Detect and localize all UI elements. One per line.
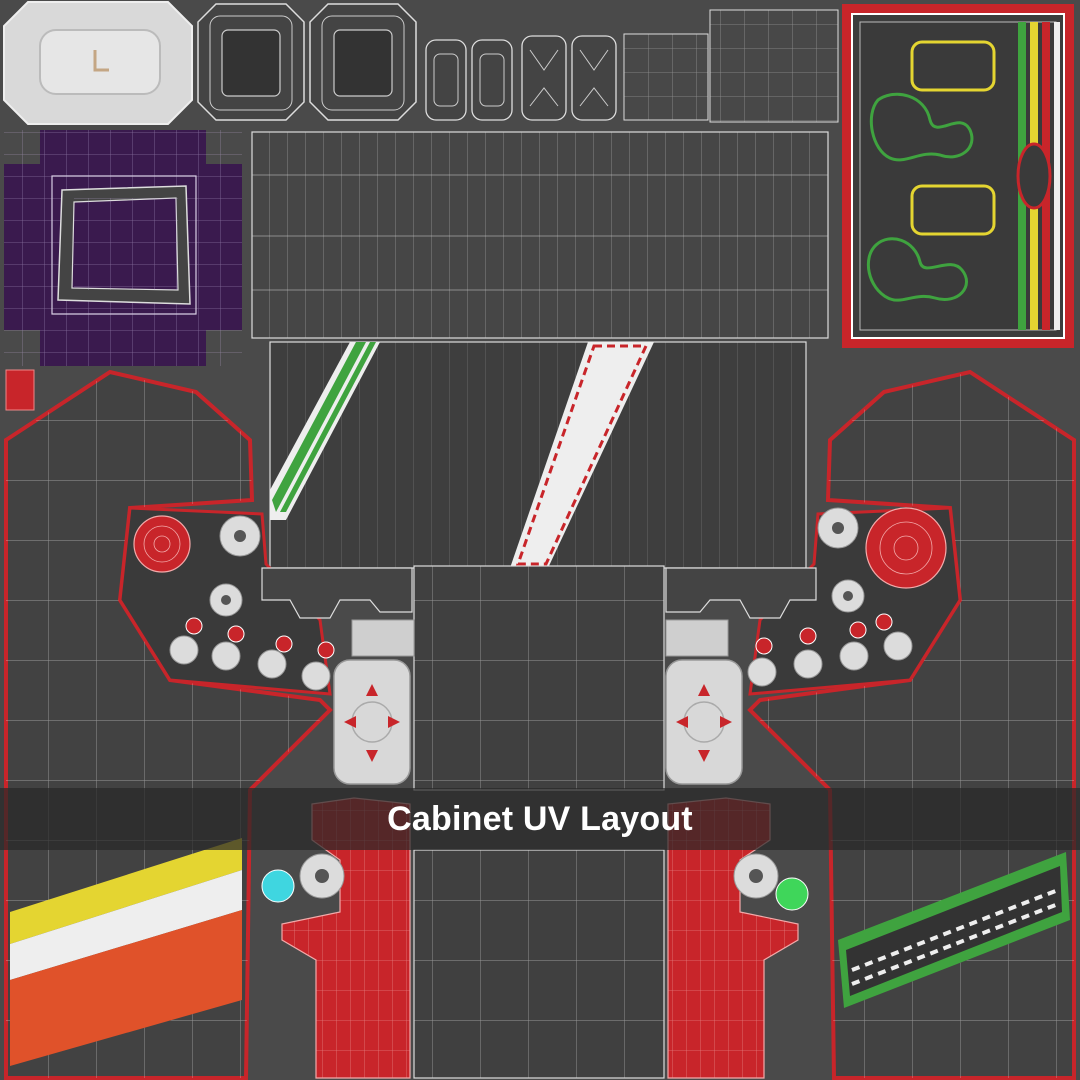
bezel-wireframe-2 bbox=[309, 3, 417, 121]
small-bezel-wireframes bbox=[425, 35, 617, 121]
left-stripes-decal bbox=[10, 838, 242, 1066]
control-panel-lower bbox=[413, 565, 665, 1079]
left-button-cluster bbox=[133, 515, 335, 691]
bottom-buttons bbox=[261, 853, 809, 911]
purple-panel bbox=[4, 130, 242, 366]
bezel-wireframe-1 bbox=[197, 3, 305, 121]
top-left-bezel-piece bbox=[3, 1, 193, 125]
grid-panel-top bbox=[709, 9, 839, 123]
right-button-cluster bbox=[747, 507, 947, 687]
control-panel-top bbox=[269, 341, 807, 569]
page-title: Cabinet UV Layout bbox=[387, 799, 693, 838]
right-joystick-plate bbox=[665, 567, 817, 785]
red-swatch bbox=[5, 369, 35, 411]
left-joystick-plate bbox=[261, 567, 415, 785]
right-racetrack-decal bbox=[838, 852, 1070, 1008]
marquee-panel bbox=[842, 4, 1074, 348]
grid-panel-small bbox=[623, 33, 709, 121]
title-banner: Cabinet UV Layout bbox=[0, 788, 1080, 850]
side-panel-grid bbox=[251, 131, 829, 339]
